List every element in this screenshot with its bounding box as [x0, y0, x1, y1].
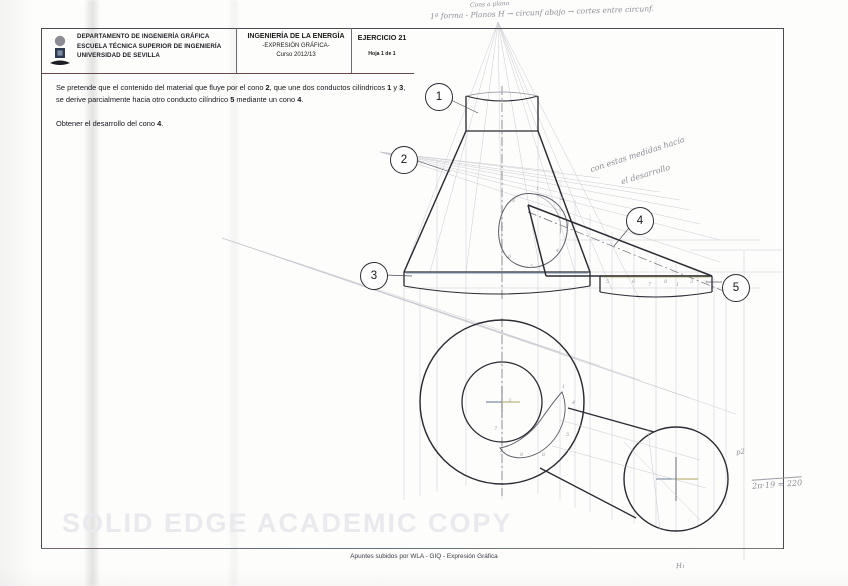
stmt-1c: , que une dos conductos cilíndricos [269, 83, 388, 92]
svg-text:6: 6 [542, 452, 546, 458]
title-block-course: INGENIERÍA DE LA ENERGÍA -EXPRESIÓN GRÁF… [241, 32, 351, 61]
stmt-2a: Obtener el desarrollo del cono [56, 119, 158, 129]
stmt-ref-2: 2 [265, 83, 270, 92]
plan-view-circles [419, 319, 585, 485]
intersection-point-labels: 1 2 3 4 5 6 7 8 [500, 186, 569, 270]
title-block: DEPARTAMENTO DE INGENIERÍA GRÁFICA ESCUE… [41, 28, 414, 74]
stmt-1i: mediante un cono [234, 94, 298, 104]
stmt-2c: . [161, 119, 164, 129]
exercise-number: EJERCICIO 21 [357, 33, 407, 42]
svg-text:1: 1 [562, 384, 565, 390]
svg-text:4: 4 [555, 248, 559, 254]
elevation-lower-cylinder [403, 271, 591, 295]
construction-lines [221, 21, 782, 560]
svg-text:3: 3 [566, 222, 569, 228]
title-block-divider-1 [236, 28, 238, 73]
dept-line-1: DEPARTAMENTO DE INGENIERÍA GRÁFICA [77, 33, 210, 40]
svg-text:3: 3 [508, 398, 511, 404]
svg-text:2: 2 [703, 280, 707, 286]
plan-branch-circle [623, 426, 729, 532]
title-block-exercise: EJERCICIO 21 Hoja 1 de 1 [353, 33, 411, 57]
scan-fold-shadow [228, 0, 240, 586]
balloon-1[interactable]: 1 [425, 83, 453, 111]
statement-paragraph-2: Obtener el desarrollo del cono 4. [56, 118, 406, 130]
svg-text:5: 5 [530, 264, 533, 270]
stmt-1k: . [301, 94, 304, 104]
plan-branch-construction [551, 419, 707, 531]
dept-line-2: ESCUELA TÉCNICA SUPERIOR DE INGENIERÍA [77, 42, 222, 50]
svg-text:8: 8 [512, 198, 515, 204]
svg-text:4: 4 [571, 400, 575, 406]
svg-text:7: 7 [648, 282, 652, 288]
plan-intersection-curve [499, 391, 566, 459]
statement-paragraph-1: Se pretende que el contenido del materia… [56, 82, 406, 105]
stmt-ref-3: 3 [399, 83, 404, 92]
balloon-4-label: 4 [636, 215, 644, 227]
svg-text:5: 5 [566, 432, 569, 438]
annotation-h1: H₁ [675, 561, 686, 571]
svg-text:2: 2 [499, 448, 503, 454]
title-block-department: DEPARTAMENTO DE INGENIERÍA GRÁFICA ESCUE… [77, 32, 237, 61]
course-subtitle: -EXPRESIÓN GRÁFICA- [262, 43, 330, 49]
balloon-3[interactable]: 3 [360, 262, 388, 290]
stmt-ref-1: 1 [387, 83, 392, 92]
balloon-5[interactable]: 5 [722, 274, 750, 302]
svg-text:3: 3 [690, 279, 693, 285]
stmt-ref-4: 4 [297, 94, 302, 104]
dept-line-3: UNIVERSIDAD DE SEVILLA [77, 52, 160, 60]
balloon-2-label: 2 [400, 154, 408, 166]
balloon-leaders [385, 99, 722, 283]
plan-centre-mark [485, 385, 520, 419]
balloon-5-label: 5 [732, 282, 740, 294]
stmt-1e: y [391, 83, 400, 92]
exercise-statement: Se pretende que el contenido del materia… [56, 82, 406, 130]
balloon-2[interactable]: 2 [390, 146, 418, 174]
elevation-cone-frustum [403, 130, 591, 273]
scan-spine-shadow [84, 0, 100, 586]
intersection-curve-elevation [498, 193, 568, 269]
stmt-1a: Se pretende que el contenido del materia… [56, 83, 266, 92]
sheet-number: Hoja 1 de 1 [368, 51, 396, 57]
svg-text:7: 7 [500, 226, 504, 232]
svg-text:7: 7 [494, 426, 498, 432]
footer-rule [41, 548, 782, 549]
stmt-ref-4b: 4 [157, 119, 162, 129]
elevation-upper-cylinder [465, 91, 539, 132]
footer-credit: Apuntes subidos por WLA - GIQ - Expresió… [350, 553, 498, 560]
course-title: INGENIERÍA DE LA ENERGÍA [247, 33, 345, 40]
annotation-p2: p2 [735, 447, 746, 457]
stmt-1g: , se derive parcialmente hacia otro cond… [56, 83, 406, 104]
balloon-4[interactable]: 4 [626, 207, 654, 235]
svg-text:6: 6 [508, 254, 512, 260]
svg-text:6: 6 [632, 279, 636, 285]
svg-text:8: 8 [664, 279, 667, 285]
universidad-de-sevilla-logo-icon [50, 35, 70, 65]
elevation-outlet-conduit [599, 275, 713, 298]
svg-text:1: 1 [676, 282, 679, 288]
svg-text:2: 2 [559, 196, 563, 202]
balloon-3-label: 3 [370, 270, 378, 282]
svg-text:1: 1 [536, 186, 539, 192]
title-block-divider-2 [351, 28, 353, 73]
stmt-ref-5: 5 [230, 94, 235, 104]
course-year: Curso 2012/13 [276, 52, 316, 58]
branch-development-marks: 5 6 7 8 1 3 2 [606, 279, 707, 288]
solid-edge-watermark: SOLID EDGE ACADEMIC COPY [62, 508, 513, 538]
plan-point-labels: 1 4 5 6 8 2 7 3 [494, 384, 575, 458]
svg-text:8: 8 [520, 452, 523, 458]
plan-branch-tangents [539, 407, 655, 519]
svg-text:5: 5 [606, 279, 609, 285]
balloon-1-label: 1 [435, 91, 443, 103]
